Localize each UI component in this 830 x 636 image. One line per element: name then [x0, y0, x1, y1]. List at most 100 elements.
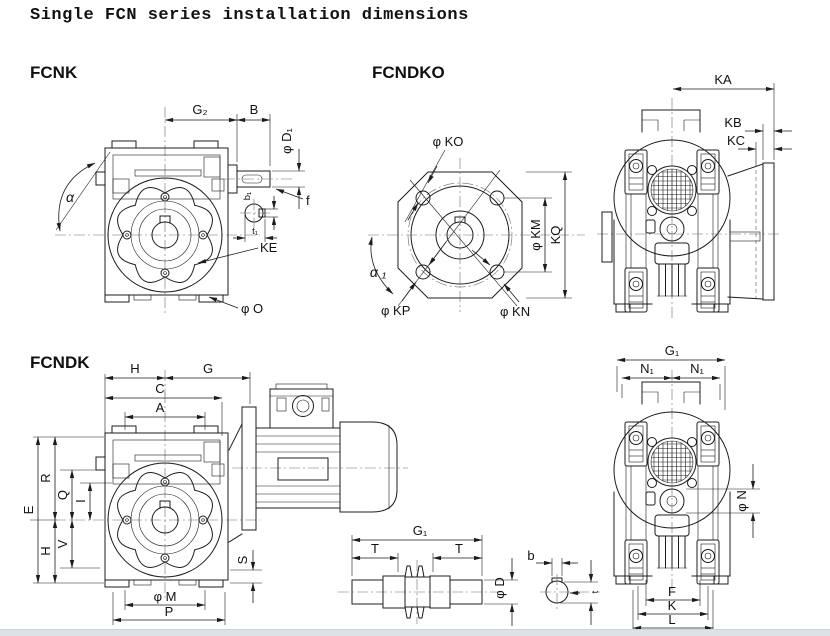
- dim-label-v: V: [55, 539, 70, 548]
- dimension-kn: φ KN: [409, 179, 530, 319]
- dim-label-e: E: [21, 505, 36, 514]
- section-label-fcndk: FCNDK: [30, 353, 90, 372]
- double-shaft-section: [351, 565, 483, 619]
- dim-label-ke: KE: [260, 240, 278, 255]
- dimension-ke: KE: [197, 240, 278, 264]
- dim-label-b-key: b: [527, 548, 534, 563]
- dim-label-g1-shaft: G₁: [413, 523, 428, 538]
- dim-label-f: f: [306, 193, 310, 208]
- dim-label-i: I: [73, 499, 88, 503]
- dim-label-f-rear: F: [668, 584, 676, 599]
- section-label-fcndko: FCNDKO: [372, 63, 445, 82]
- dimension-g2-b: G₂ B: [164, 102, 271, 166]
- dim-label-r: R: [38, 473, 53, 482]
- shaft-section-detail: b₁ t₁: [233, 192, 278, 242]
- side-ear: [601, 211, 613, 263]
- dim-label-o: φ O: [241, 301, 263, 316]
- dim-label-t-key: t: [590, 590, 601, 593]
- dim-label-ka: KA: [714, 72, 732, 87]
- dim-label-n: φ N: [734, 490, 749, 511]
- dimension-ka: KA: [672, 72, 775, 160]
- section-label-fcnk: FCNK: [30, 63, 78, 82]
- dimension-f: f: [275, 188, 310, 208]
- dimension-h-g: H G: [104, 361, 251, 434]
- dim-label-t-left: T: [371, 541, 379, 556]
- fcndko-side-view: KA KB KC: [597, 72, 792, 320]
- dim-label-g1-rear: G₁: [665, 343, 680, 358]
- motor-rear-body: [614, 98, 730, 320]
- dimension-d1: φ D₁: [272, 127, 305, 209]
- output-flange-bell: [597, 162, 782, 301]
- gearbox-front-face: [54, 391, 261, 601]
- dim-label-d1: φ D₁: [279, 127, 294, 153]
- dim-label-s: S: [235, 555, 250, 564]
- fcndk-view: H G C A E R: [21, 361, 408, 625]
- dimension-alpha1: α ₁: [368, 236, 394, 295]
- dim-label-alpha: α: [66, 189, 75, 205]
- dim-label-b: B: [250, 102, 259, 117]
- dimension-ko: φ KO: [404, 134, 464, 223]
- dimension-s: S: [230, 550, 262, 603]
- dimension-kp: φ KP: [381, 169, 501, 318]
- dim-label-t-right: T: [455, 541, 463, 556]
- dim-label-g: G: [203, 361, 213, 376]
- gearbox-front-face: [54, 106, 261, 316]
- footer-bar: [0, 629, 830, 636]
- dim-label-c: C: [155, 381, 164, 396]
- dimension-alpha: α: [55, 151, 111, 232]
- dimension-a: A: [124, 400, 206, 430]
- dim-label-ko: φ KO: [433, 134, 464, 149]
- flange-face: [368, 158, 585, 312]
- dim-label-kp: φ KP: [381, 303, 410, 318]
- dim-label-kn: φ KN: [500, 304, 530, 319]
- dimension-left-stack: E R Q I H V: [21, 436, 112, 584]
- motor-side: [228, 383, 408, 543]
- dim-label-n1-left: N₁: [640, 361, 654, 376]
- dim-label-q: Q: [55, 490, 70, 500]
- page-title: Single FCN series installation dimension…: [30, 6, 469, 25]
- dimension-d-shaft: φ D: [484, 558, 518, 626]
- dim-label-n1-right: N₁: [690, 361, 704, 376]
- terminal-box: [269, 383, 334, 429]
- dim-label-km: φ KM: [528, 219, 543, 251]
- dim-label-k-rear: K: [668, 598, 677, 613]
- dimension-n1-n1: N₁ N₁: [621, 361, 721, 400]
- dimension-kq: KQ: [526, 171, 572, 299]
- dim-label-b1: b₁: [242, 192, 253, 201]
- dimension-f-k-l: F K L: [632, 580, 714, 634]
- dim-label-a: A: [156, 400, 165, 415]
- dimension-kb: KB: [724, 115, 792, 160]
- dim-label-l-rear: L: [668, 612, 675, 627]
- dim-label-kb: KB: [724, 115, 741, 130]
- cable-gland: [292, 395, 314, 417]
- dimension-g1-shaft: G₁: [351, 523, 483, 576]
- dim-label-alpha1: α ₁: [370, 264, 387, 280]
- fcndko-view: φ KO φ KP φ KN α ₁ φ KM KQ: [368, 134, 585, 319]
- dim-label-kq: KQ: [548, 226, 563, 245]
- dimension-c: C: [104, 381, 223, 436]
- dim-label-p: P: [165, 604, 174, 619]
- dim-label-h-left: H: [38, 546, 53, 555]
- fcnk-view: G₂ B φ D₁ f b₁: [54, 102, 310, 316]
- dimension-kc: KC: [727, 133, 792, 166]
- dimension-o: φ O: [208, 296, 263, 316]
- dimension-km: φ KM: [504, 197, 552, 273]
- dim-label-kc: KC: [727, 133, 745, 148]
- dim-label-g2: G₂: [192, 102, 207, 117]
- dimension-g1-rear: G₁: [616, 343, 726, 410]
- dimension-m-p: φ M P: [112, 589, 226, 625]
- dim-label-m: φ M: [154, 589, 177, 604]
- dimension-n: φ N: [686, 464, 760, 538]
- fcndk-rear-view: G₁ N₁ N₁ φ N F K: [614, 343, 760, 634]
- dim-label-d-shaft: φ D: [492, 577, 507, 598]
- dimension-t-t: T T: [351, 541, 483, 572]
- motor-end-cap: [339, 421, 398, 513]
- dim-label-h-top: H: [130, 361, 139, 376]
- dim-label-t1: t₁: [252, 226, 258, 237]
- input-shaft: [224, 164, 292, 194]
- keyway-section-detail: b t: [527, 548, 601, 625]
- shaft-detail-view: G₁ T T φ D b: [338, 523, 601, 626]
- motor-rear-body: [614, 370, 730, 592]
